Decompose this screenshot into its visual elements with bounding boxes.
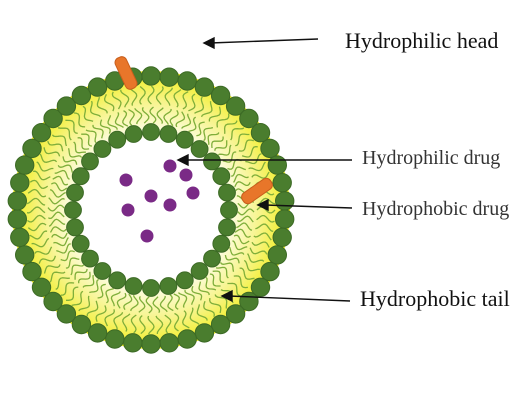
hydrophilic-drug-molecule: [180, 169, 193, 182]
hydrophilic-head-outer: [23, 139, 41, 157]
hydrophilic-head-inner: [94, 263, 111, 280]
hydrophilic-head-outer: [268, 246, 286, 264]
hydrophilic-head-outer: [211, 315, 229, 333]
arrow-hydrophilic-head-tip: [204, 38, 214, 48]
hydrophilic-drug-molecule: [120, 174, 133, 187]
label-hydrophobic-tail: Hydrophobic tail: [360, 288, 510, 310]
hydrophilic-head-inner: [82, 250, 99, 267]
hydrophilic-head-inner: [191, 263, 208, 280]
hydrophilic-head-inner: [109, 272, 126, 289]
hydrophilic-drug-molecule: [122, 204, 135, 217]
hydrophilic-head-outer: [160, 68, 178, 86]
hydrophilic-head-inner: [125, 126, 142, 143]
hydrophilic-head-inner: [176, 131, 193, 148]
hydrophilic-head-outer: [178, 72, 196, 90]
hydrophilic-head-inner: [213, 235, 230, 252]
hydrophilic-head-outer: [106, 330, 124, 348]
hydrophilic-drug-molecule: [164, 199, 177, 212]
hydrophilic-head-inner: [221, 202, 238, 219]
hydrophilic-head-outer: [251, 124, 269, 142]
hydrophilic-head-outer: [195, 324, 213, 342]
hydrophilic-head-inner: [219, 184, 236, 201]
hydrophilic-head-inner: [94, 141, 111, 158]
hydrophilic-head-outer: [142, 67, 160, 85]
hydrophilic-head-outer: [8, 210, 26, 228]
hydrophilic-head-inner: [65, 202, 82, 219]
hydrophilic-head-inner: [82, 153, 99, 170]
hydrophilic-head-inner: [109, 131, 126, 148]
hydrophilic-head-inner: [176, 272, 193, 289]
hydrophilic-head-outer: [124, 334, 142, 352]
hydrophilic-drug-molecule: [141, 230, 154, 243]
hydrophilic-head-outer: [178, 330, 196, 348]
hydrophilic-head-outer: [32, 278, 50, 296]
hydrophilic-head-inner: [72, 235, 89, 252]
hydrophilic-head-inner: [213, 168, 230, 185]
hydrophilic-head-outer: [23, 262, 41, 280]
hydrophilic-head-outer: [261, 262, 279, 280]
hydrophilic-head-outer: [11, 228, 29, 246]
hydrophilic-head-inner: [125, 278, 142, 295]
hydrophilic-drug-molecule: [145, 190, 158, 203]
hydrophilic-head-outer: [273, 228, 291, 246]
hydrophilic-head-outer: [276, 210, 294, 228]
hydrophilic-head-inner: [160, 278, 177, 295]
hydrophilic-head-outer: [16, 246, 34, 264]
hydrophilic-head-outer: [8, 192, 26, 210]
hydrophilic-drug-molecule: [187, 187, 200, 200]
hydrophilic-head-inner: [143, 280, 160, 297]
hydrophilic-head-outer: [276, 192, 294, 210]
hydrophilic-head-outer: [195, 78, 213, 96]
hydrophilic-head-outer: [261, 139, 279, 157]
hydrophilic-head-inner: [143, 124, 160, 141]
hydrophilic-head-inner: [204, 153, 221, 170]
arrow-hydrophilic-head: [210, 39, 318, 43]
hydrophilic-head-inner: [67, 184, 84, 201]
hydrophilic-head-inner: [72, 168, 89, 185]
hydrophilic-head-outer: [273, 174, 291, 192]
label-hydrophilic-drug: Hydrophilic drug: [362, 148, 500, 168]
hydrophilic-head-outer: [88, 78, 106, 96]
hydrophilic-head-inner: [67, 219, 84, 236]
hydrophilic-head-inner: [204, 250, 221, 267]
label-hydrophilic-head: Hydrophilic head: [345, 30, 498, 52]
label-hydrophobic-drug: Hydrophobic drug: [362, 199, 509, 219]
hydrophilic-head-outer: [142, 335, 160, 353]
hydrophilic-head-outer: [72, 86, 90, 104]
hydrophilic-head-outer: [16, 156, 34, 174]
hydrophilic-head-outer: [88, 324, 106, 342]
hydrophilic-drug-molecule: [164, 160, 177, 173]
hydrophilic-head-inner: [219, 219, 236, 236]
hydrophilic-head-inner: [160, 126, 177, 143]
hydrophilic-head-outer: [11, 174, 29, 192]
hydrophilic-head-inner: [191, 141, 208, 158]
hydrophilic-head-outer: [160, 334, 178, 352]
hydrophilic-head-outer: [268, 156, 286, 174]
